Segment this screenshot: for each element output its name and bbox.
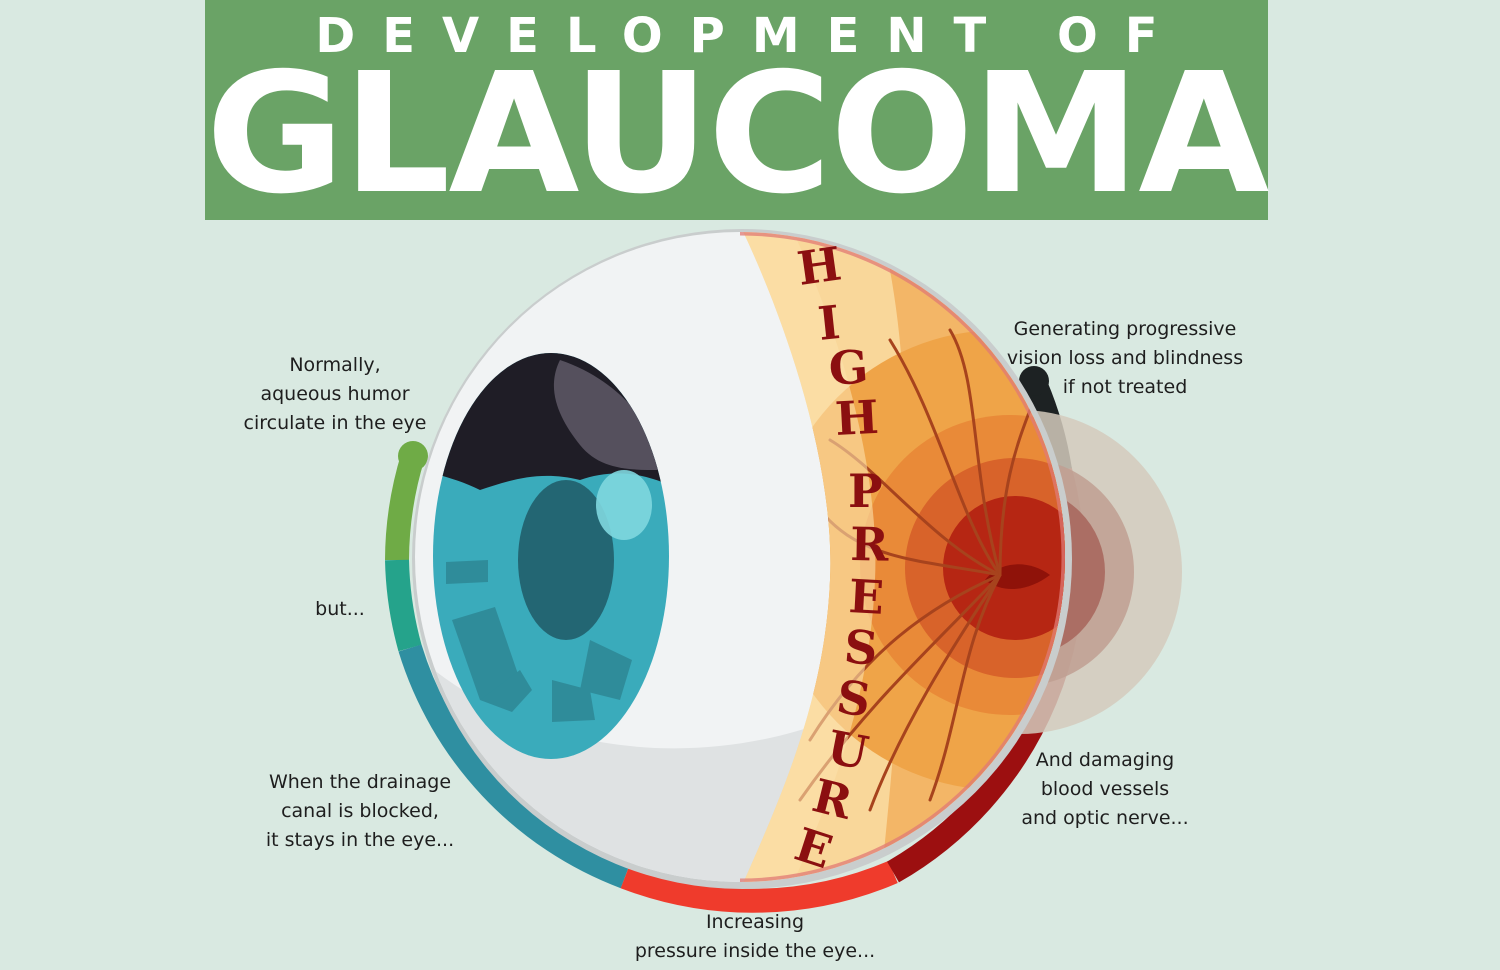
caption-but: but... [315, 598, 365, 620]
caption-normal-circulation: Normally, aqueous humor circulate in the… [243, 354, 427, 434]
hp-letter: S [842, 619, 880, 676]
arc-stage-red [620, 860, 898, 913]
page-title: GLAUCOMA [205, 38, 1270, 231]
hp-letter: R [850, 517, 890, 572]
hp-letter: S [833, 669, 873, 727]
caption-vision-loss: Generating progressive vision loss and b… [1006, 318, 1244, 398]
title-banner: DEVELOPMENT OF GLAUCOMA [205, 0, 1269, 225]
title-subheading: DEVELOPMENT OF [315, 8, 1185, 64]
hp-letter: P [848, 464, 883, 518]
hp-letter: H [794, 236, 845, 296]
high-pressure-label: H I G H P R E S S U R E [789, 236, 890, 879]
hp-letter: H [834, 390, 880, 446]
green-dot-marker-icon [398, 441, 428, 471]
iris [433, 353, 669, 759]
hp-letter: E [847, 569, 885, 625]
caption-drainage-blocked: When the drainage canal is blocked, it s… [265, 771, 455, 851]
black-dot-marker-icon [1019, 366, 1049, 396]
arc-stage-teal [385, 559, 422, 652]
caption-damaging-nerve: And damaging blood vessels and optic ner… [1021, 749, 1189, 829]
hp-letter: G [827, 339, 870, 396]
arc-stage-green [385, 452, 425, 561]
caption-increasing-pressure: Increasing pressure inside the eye... [634, 911, 876, 962]
arc-stage-blue [398, 644, 630, 889]
